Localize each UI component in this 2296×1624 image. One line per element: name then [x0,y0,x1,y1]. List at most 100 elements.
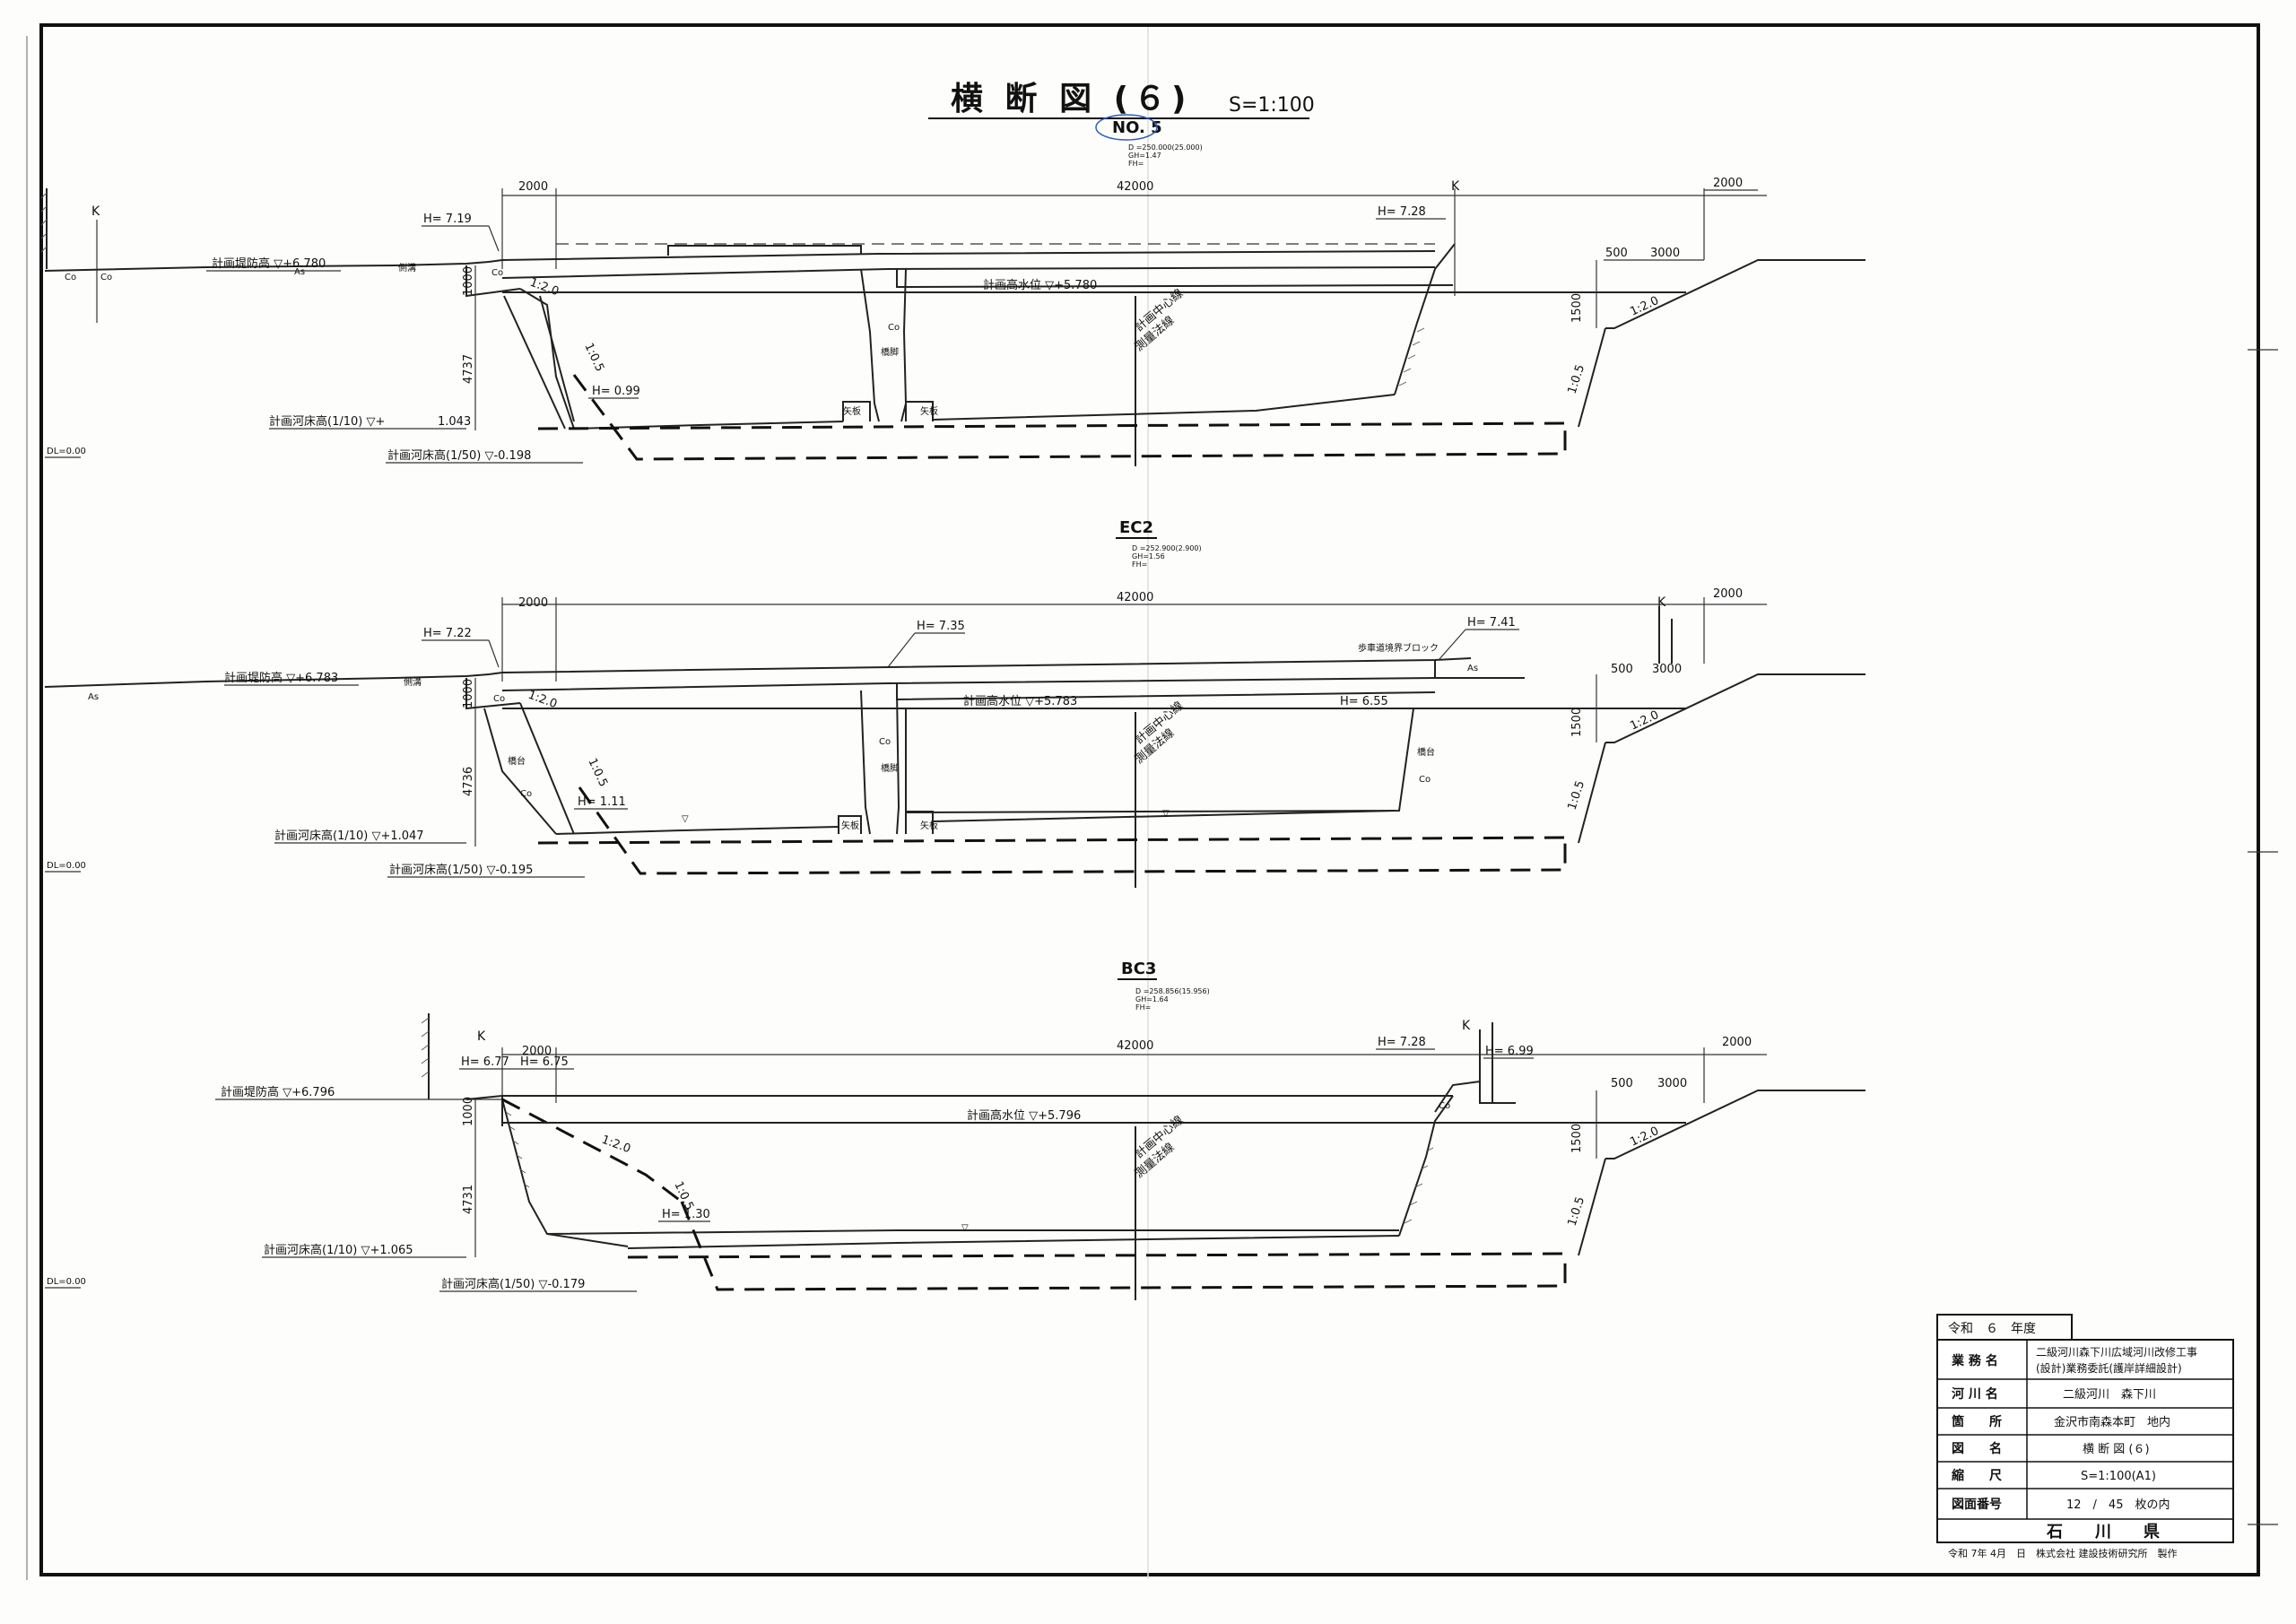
bridge-deck-top [488,657,1472,675]
k-marker-left: K [477,1029,486,1044]
section-name: NO. 5 [1112,118,1162,137]
dim-top-width: 42000 [1117,180,1153,194]
right-dim-3000: 3000 [1652,663,1682,676]
right-co: Co [1439,1101,1450,1111]
dim-h: 4731 [462,1185,475,1214]
water-symbol-2: ▽ [1162,809,1170,819]
ground-line-left [44,261,490,272]
section-name-circle [1095,114,1158,141]
left-slope-dashed [501,1098,683,1203]
label-as-2: As [1467,664,1478,673]
bed-50-label: 計画河床高(1/50) ▽-0.195 [389,863,533,877]
row-value-business-2: (設計)業務委託(護岸詳細設計) [2036,1361,2182,1375]
left-levee [465,1094,503,1126]
section-meta-2: GH=1.64 [1135,995,1169,1003]
embankment-label: 計画堤防高 ▽+6.783 [224,671,338,685]
riverbed-lower [627,1235,1400,1249]
h-left: H= 6.77 [461,1055,509,1069]
client-name: 石 川 県 [2046,1523,2160,1541]
right-bank-lower [1578,742,1606,844]
sheet-pile-right [905,401,934,421]
dim-h: 4736 [462,767,475,796]
row-key-scale: 縮 尺 [1952,1468,2002,1483]
water-symbol: ▽ [961,1223,969,1233]
dim-left-berm: 2000 [518,180,548,194]
bridge-deck-top [488,250,1436,263]
label-drain: 側溝 [398,262,416,274]
title-block-year: 令和 ６ 年度 [1948,1322,2036,1336]
row-value-number: 12 / 45 枚の内 [2066,1498,2170,1512]
right-dim-3000: 3000 [1657,1077,1687,1090]
drawing-title: 横 断 図 (６) [951,81,1192,117]
h-left-leader-down [488,225,500,252]
right-revetment-hatch [1398,327,1425,386]
outer-frame [39,23,2260,1576]
bridge-girder [667,245,862,256]
slope-05-label: 1:0.5 [581,341,606,374]
right-bank [1605,1090,1866,1159]
right-bank-lower [1578,327,1606,428]
title-block-footer: 令和 7年 4月 日 株式会社 建設技術研究所 製作 [1948,1547,2178,1559]
row-value-drawing: 横 断 図 (６) [2083,1443,2150,1456]
right-revetment-hatch [1404,1147,1434,1224]
bed-10-label: 計画河床高(1/10) ▽+1.065 [264,1243,413,1257]
label-co-2: Co [100,273,112,282]
left-revetment [483,702,575,835]
slope-20-label: 1:2.0 [600,1133,632,1156]
h-right-leader-down [1438,629,1466,661]
row-key-number: 図面番号 [1952,1497,2002,1512]
section-meta-3: FH= [1135,1003,1151,1012]
section-meta-1: D =250.000(25.000) [1128,143,1203,152]
section-bc3: BC3 D =258.856(15.956) GH=1.64 FH= 2000 … [45,960,1866,1300]
bed-10-label: 計画河床高(1/10) ▽+1.047 [274,829,424,843]
right-dim-1500: 1500 [1570,1124,1584,1153]
h-right2: H= 6.55 [1340,695,1388,708]
bed-10-label: 計画河床高(1/10) ▽+ [269,414,385,429]
dl-label: DL=0.00 [47,447,86,456]
right-slope-20: 1:2.0 [1628,1125,1661,1150]
bridge-girder-right [1434,660,1525,679]
block-label: 歩車道境界ブロック [1358,642,1439,654]
row-value-river: 二級河川 森下川 [2063,1388,2156,1402]
dim-left-berm: 2000 [518,596,548,610]
h-right: H= 7.28 [1378,205,1426,219]
label-co-levee: Co [491,268,503,278]
pier-label: 橋脚 [881,762,899,774]
hwl-label: 計画高水位 ▽+5.796 [967,1108,1081,1123]
section-meta-1: D =258.856(15.956) [1135,987,1210,995]
h-left-leader-down [488,639,500,668]
hwl-label: 計画高水位 ▽+5.780 [983,278,1097,292]
dl-label: DL=0.00 [47,861,86,871]
dim-right-berm: 2000 [1713,587,1743,601]
h-left: H= 7.19 [423,213,472,226]
left-revetment [519,288,575,430]
right-retaining [1658,606,1673,664]
pier-co: Co [888,323,900,333]
sheet-pile-left-label: 矢板 [843,405,861,417]
left-revetment-outer [503,295,566,430]
sheet-pile-left [838,815,862,834]
bridge-deck-right [896,269,1454,289]
right-bank [1605,259,1866,329]
abut-left: 橋台 [508,755,526,767]
bridge-deck-bottom [501,677,1436,691]
section-meta-2: GH=1.56 [1132,552,1165,560]
section-meta-1: D =252.900(2.900) [1132,544,1202,552]
k-marker-left: K [91,204,100,219]
hwl-label: 計画高水位 ▽+5.783 [963,694,1077,708]
pier [860,690,900,835]
bed-50-label: 計画河床高(1/50) ▽-0.198 [387,448,531,463]
section-meta-2: GH=1.47 [1128,152,1161,160]
right-revetment [1398,1095,1454,1237]
abut-right: 橋台 [1417,746,1435,758]
dim-right-berm: 2000 [1722,1036,1752,1049]
left-retaining-wall-hatch [40,192,48,253]
k-marker-right: K [1451,179,1460,194]
pier-co: Co [879,737,891,747]
h-right: H= 7.41 [1467,616,1516,630]
right-slope-05: 1:0.5 [1566,779,1588,812]
label-co-levee: Co [493,694,505,704]
sheet-pile-right-label: 矢板 [920,820,938,831]
h-bottom: H= 1.11 [578,795,626,809]
row-key-business: 業 務 名 [1951,1353,1998,1368]
